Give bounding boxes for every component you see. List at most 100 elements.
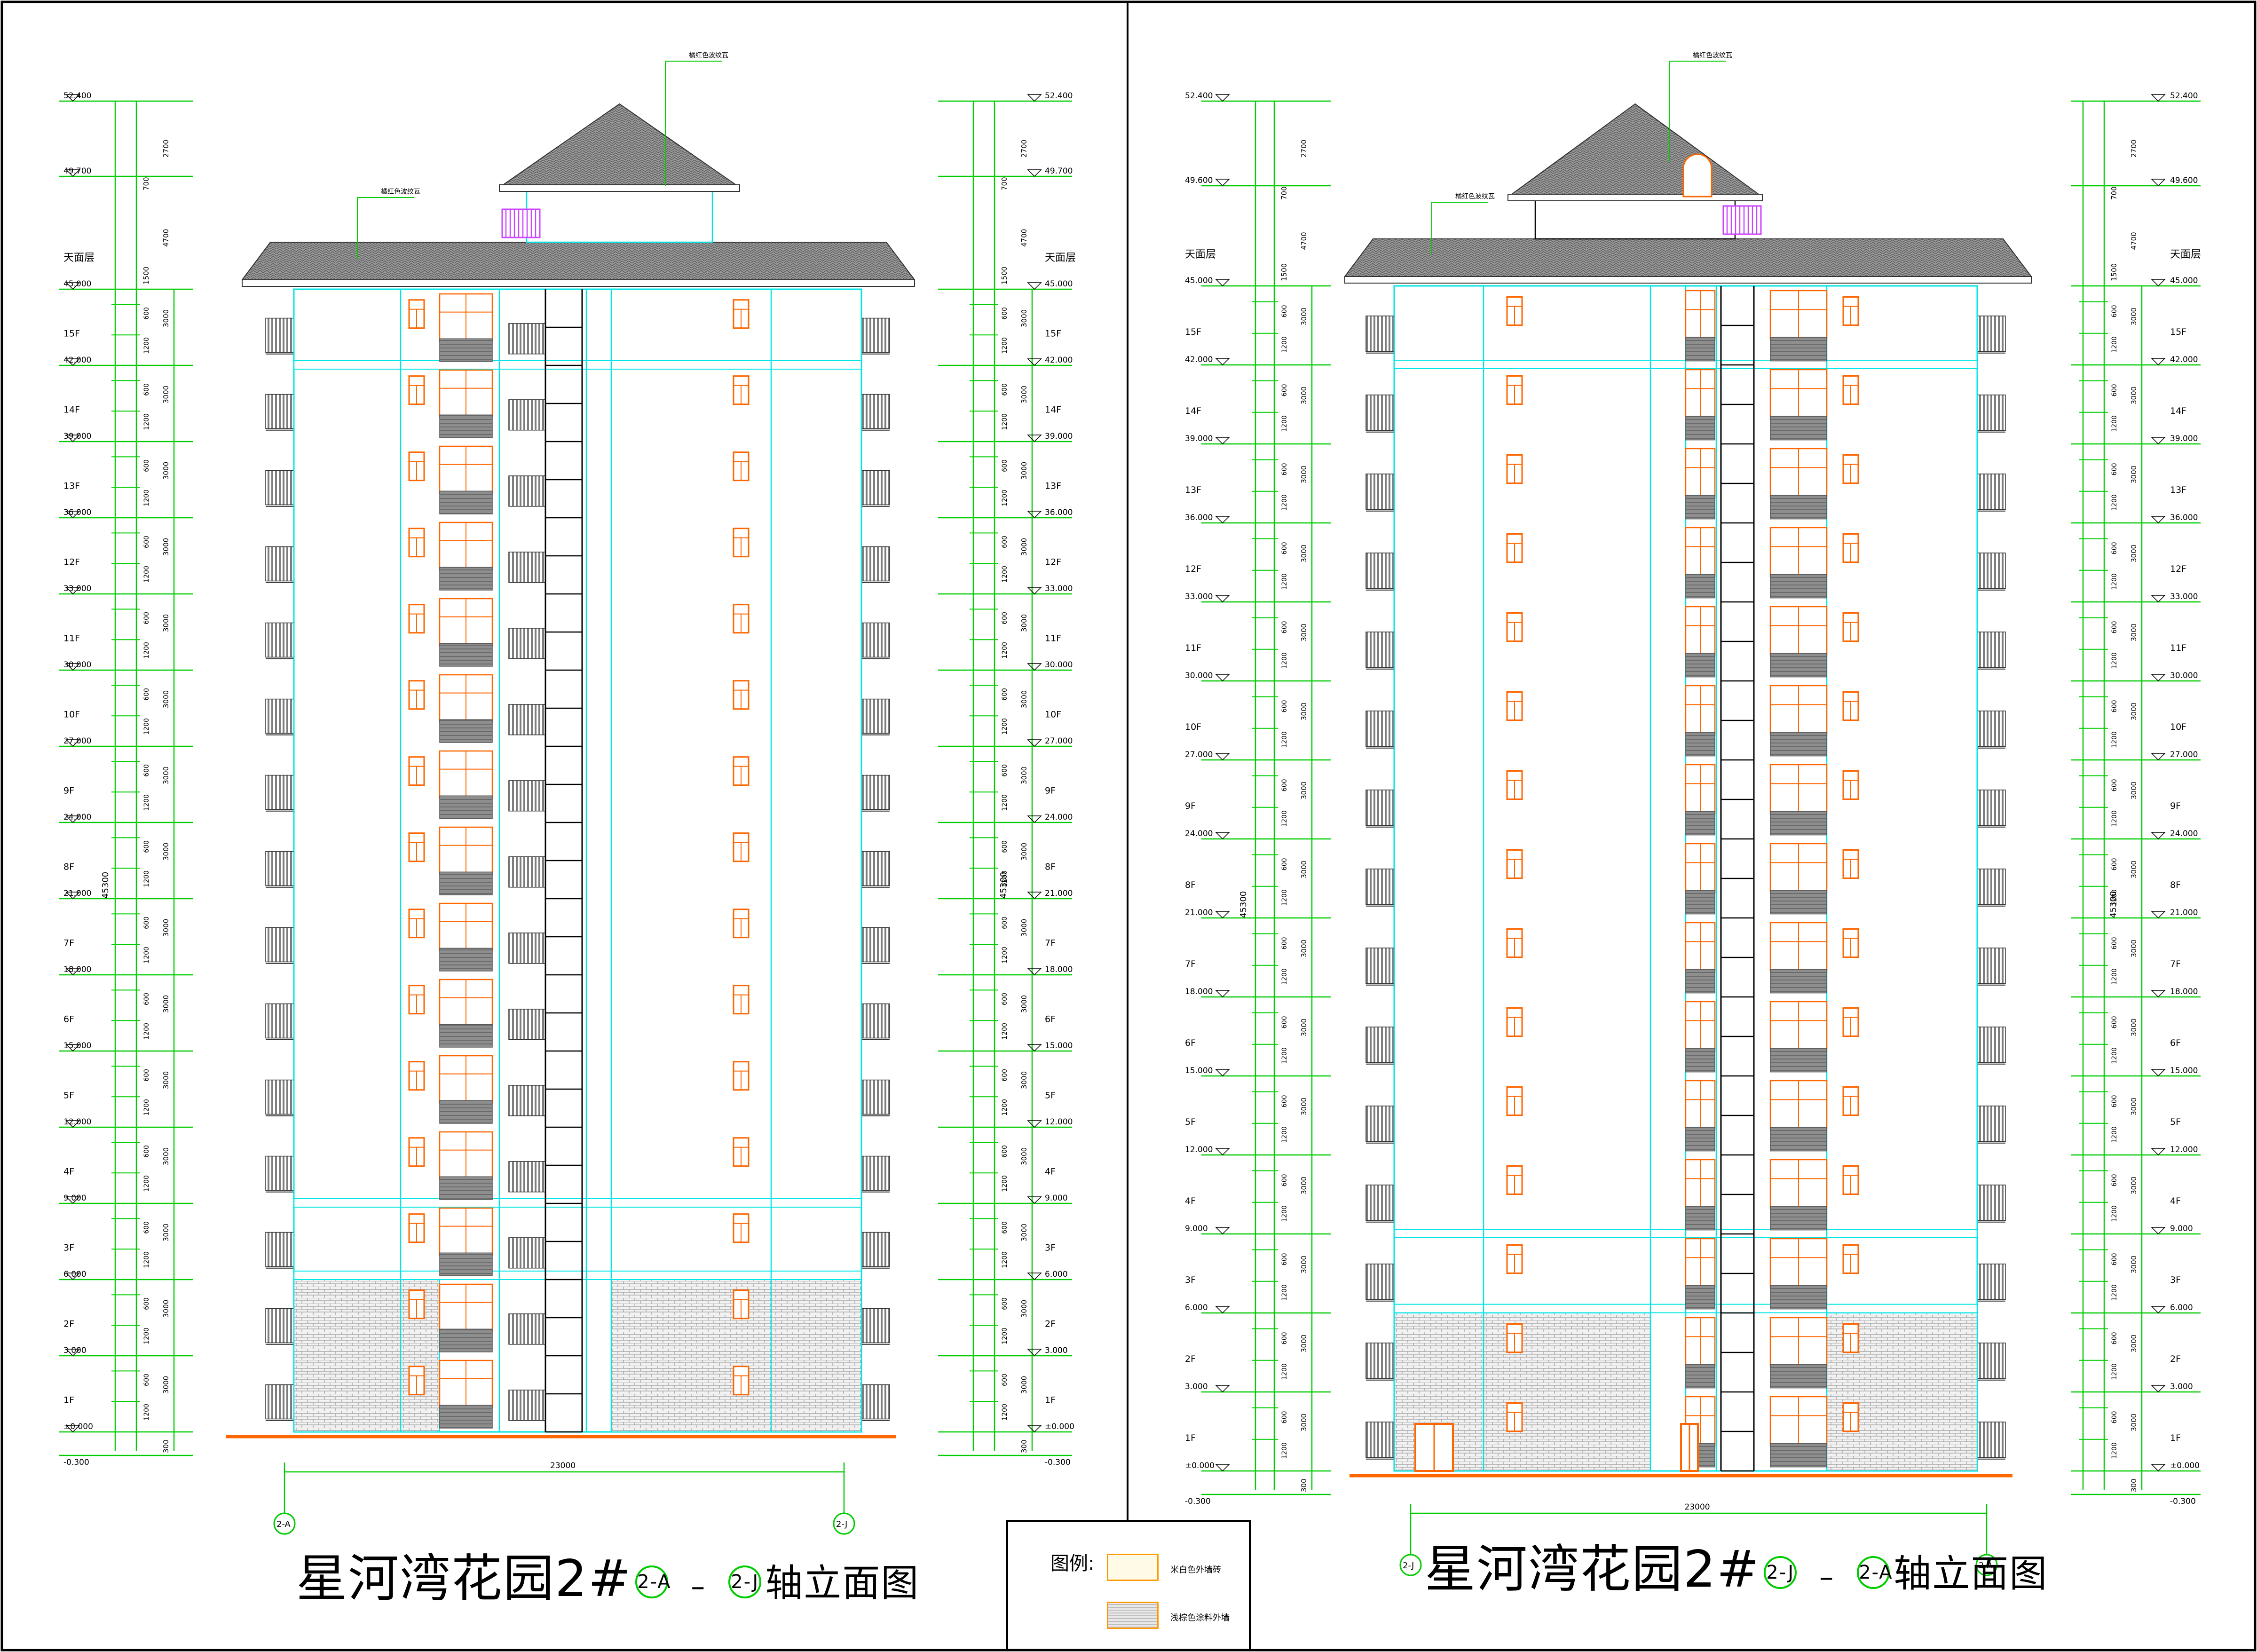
level-label: 12.000 <box>63 1117 91 1127</box>
level-marker <box>1215 279 1230 287</box>
floor-label: 5F <box>1045 1090 1056 1100</box>
dim-seg: 600 <box>2111 305 2118 317</box>
left-elevation: ±0.0001F300012006003.0002F300012006006.0… <box>59 51 1076 1535</box>
dim-floor: 3000 <box>162 1224 170 1241</box>
floor-label: 8F <box>1185 880 1196 890</box>
roof-floor-label: 天面层 <box>1045 252 1076 264</box>
floor-label: 15F <box>63 328 80 339</box>
side-balcony-railing <box>1365 790 1395 826</box>
floor-label: 8F <box>1045 862 1056 872</box>
side-balcony-railing <box>861 622 890 658</box>
mid-level-label: 49.700 <box>63 166 91 176</box>
dim-floor: 3000 <box>162 386 170 403</box>
width-dim-label: 23000 <box>1685 1502 1710 1512</box>
ac-louver <box>1770 1048 1827 1073</box>
dim-base: 300 <box>2130 1478 2138 1492</box>
floor-label: 5F <box>63 1090 74 1100</box>
roof <box>1344 103 2032 284</box>
bottom-level-label: -0.300 <box>63 1458 89 1467</box>
level-label: 33.000 <box>2170 592 2198 601</box>
level-marker <box>65 511 80 519</box>
dim-seg: 600 <box>143 459 150 472</box>
level-marker <box>2151 358 2166 366</box>
dim-seg: 600 <box>1281 1016 1288 1028</box>
level-marker <box>1215 911 1230 919</box>
level-marker <box>65 587 80 595</box>
dim-top: 700 <box>2110 186 2118 200</box>
dim-floor: 3000 <box>162 462 170 480</box>
level-label: 42.000 <box>1185 355 1213 364</box>
dim-seg: 600 <box>1281 779 1288 791</box>
right-axis-from: 2-J <box>1764 1556 1797 1589</box>
dim-floor: 3000 <box>1300 1019 1308 1036</box>
dim-seg: 1200 <box>1281 336 1288 353</box>
dim-seg: 600 <box>1281 384 1288 396</box>
level-marker <box>65 282 80 290</box>
floor-label: 15F <box>2170 327 2186 337</box>
level-label: 30.000 <box>1045 660 1073 670</box>
side-balcony-railing <box>861 775 890 810</box>
ac-louver <box>1770 732 1827 757</box>
dim-floor: 3000 <box>1300 782 1308 799</box>
level-marker <box>2151 1306 2166 1314</box>
dim-seg: 600 <box>1001 688 1009 701</box>
dim-top: 2700 <box>2130 140 2138 158</box>
floor-label: 9F <box>1045 785 1056 796</box>
level-label: 15.000 <box>63 1041 91 1051</box>
level-label: 18.000 <box>1045 965 1073 974</box>
floor-label: 8F <box>63 862 74 872</box>
building-body <box>265 288 890 1433</box>
dim-top: 4700 <box>2130 232 2138 250</box>
level-marker <box>1027 1349 1042 1357</box>
dim-floor: 3000 <box>162 843 170 861</box>
note-leader <box>665 61 722 186</box>
roof-pavilion-wall <box>526 190 713 243</box>
dim-floor: 3000 <box>2130 545 2138 562</box>
dim-seg: 600 <box>1001 1221 1009 1234</box>
level-marker <box>1027 1196 1042 1204</box>
width-dim-label: 23000 <box>550 1461 576 1470</box>
level-label: 42.000 <box>1045 356 1073 365</box>
level-marker <box>1027 739 1042 747</box>
dim-seg: 600 <box>143 307 150 320</box>
dim-floor: 3000 <box>1300 940 1308 957</box>
ac-louver <box>1685 1206 1715 1231</box>
core-railing <box>508 704 546 735</box>
level-marker <box>65 1044 80 1052</box>
level-label: 27.000 <box>1185 750 1213 759</box>
roof-railing <box>1722 205 1762 235</box>
core-railing <box>508 628 546 659</box>
roof-tile-note: 橘红色波纹瓦 <box>1455 192 1495 200</box>
dim-seg: 600 <box>2111 1016 2118 1028</box>
floor-label: 7F <box>2170 959 2181 969</box>
mid-level-label: 49.600 <box>2170 176 2198 185</box>
dim-seg: 600 <box>143 1297 150 1310</box>
side-balcony-railing <box>265 1155 294 1191</box>
level-marker <box>2151 595 2166 603</box>
floor-label: 6F <box>1045 1014 1056 1024</box>
dim-seg: 600 <box>1281 1411 1288 1423</box>
side-balcony-railing <box>1977 316 2006 352</box>
ac-louver <box>1770 1127 1827 1152</box>
grid-bubble-start-label: 2-J <box>1403 1561 1414 1571</box>
main-roof-tiles <box>241 242 915 280</box>
side-balcony-railing <box>265 1003 294 1039</box>
dim-seg: 1200 <box>1001 337 1009 354</box>
side-balcony-railing <box>1365 395 1395 431</box>
level-marker <box>65 94 80 102</box>
dim-seg: 600 <box>1001 764 1009 777</box>
dim-floor: 3000 <box>162 690 170 708</box>
dim-seg: 600 <box>1281 463 1288 475</box>
legend-swatch-paint <box>1107 1602 1159 1629</box>
dim-seg: 1200 <box>2111 415 2118 432</box>
top-level-label: 52.400 <box>1045 91 1073 101</box>
floor-label: 2F <box>1045 1319 1056 1329</box>
dim-seg: 1200 <box>1281 889 1288 906</box>
dim-floor: 3000 <box>162 309 170 327</box>
side-balcony-railing <box>265 1308 294 1344</box>
level-marker <box>1215 1306 1230 1314</box>
side-balcony-railing <box>1977 711 2006 747</box>
bottom-level-label: -0.300 <box>1185 1497 1211 1506</box>
dim-seg: 1200 <box>2111 1442 2118 1459</box>
level-label: 6.000 <box>63 1270 87 1279</box>
